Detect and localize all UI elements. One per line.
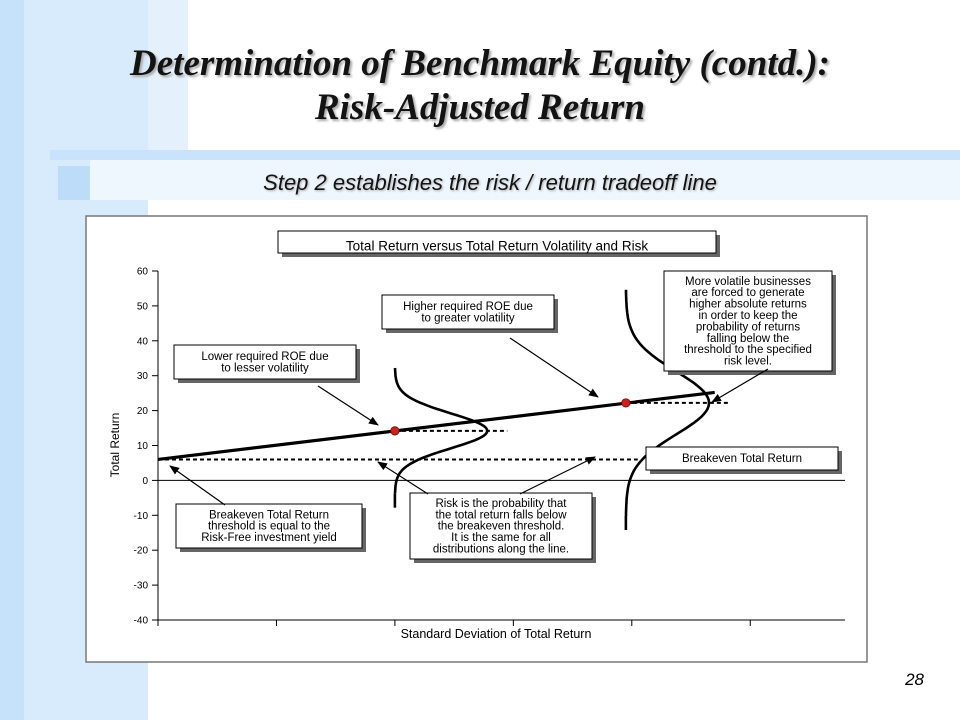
annotation-line: threshold to the specified [684, 344, 812, 356]
chart-title: Total Return versus Total Return Volatil… [346, 239, 648, 254]
highlight-point-1 [390, 426, 400, 436]
arrow-risk-right [519, 456, 596, 495]
y-tick-label: -30 [134, 581, 149, 592]
annotation-line: It is the same for all [451, 532, 551, 544]
arrow-lower-roe [317, 385, 379, 426]
y-tick-label: 0 [142, 476, 148, 487]
annotation-line: to lesser volatility [221, 362, 309, 374]
annotation-line: Lower required ROE due [201, 351, 328, 363]
y-axis-label: Total Return [108, 413, 122, 478]
annotation-line: falling below the [707, 333, 789, 345]
annotation-line: threshold is equal to the [208, 521, 330, 533]
highlight-point-2 [621, 398, 631, 408]
arrow-breakeven-threshold [169, 465, 226, 506]
y-tick-label: 30 [137, 371, 149, 382]
annotation-line: to greater volatility [421, 312, 515, 324]
y-tick-label: 60 [137, 267, 149, 278]
y-tick-label: 50 [137, 301, 149, 312]
annotation-line: Higher required ROE due [403, 301, 533, 313]
annotation-line: risk level. [724, 356, 772, 368]
annotation-box [173, 344, 357, 380]
annotation-line: Risk is the probability that [435, 498, 567, 510]
slide-title: Determination of Benchmark Equity (contd… [0, 42, 960, 130]
arrow-risk-left [377, 461, 429, 495]
annotation-box [175, 503, 363, 549]
annotation-line: Risk-Free investment yield [201, 532, 336, 544]
annotation-line: the breakeven threshold. [438, 521, 565, 533]
annotation-box [409, 492, 593, 560]
y-tick-label: -40 [134, 616, 149, 627]
annotation-line: Breakeven Total Return [209, 509, 329, 521]
y-tick-label: 40 [137, 336, 149, 347]
annotation-box [381, 294, 555, 330]
arrow-more-volatile [711, 368, 769, 403]
arrow-higher-roe [509, 337, 599, 398]
annotation-line: are forced to generate [691, 287, 804, 299]
chart-series [157, 289, 730, 530]
y-tick-label: 20 [137, 406, 149, 417]
chart-axes: 60 50 40 30 20 10 0 -10 -20 -30 -40 [134, 267, 845, 627]
annotation-line: distributions along the line. [433, 544, 569, 556]
distribution-curve-2 [624, 289, 711, 516]
annotation-line: the total return falls below [435, 509, 567, 521]
y-tick-label: -10 [134, 511, 149, 522]
annotation-box [645, 446, 839, 471]
y-tick-label: 10 [137, 441, 149, 452]
annotation-line: More volatile businesses [685, 276, 811, 288]
slide-subtitle: Step 2 establishes the risk / return tra… [263, 170, 717, 195]
annotation-line: Breakeven Total Return [682, 453, 802, 465]
chart-title-box: Total Return versus Total Return Volatil… [277, 230, 720, 257]
annotation-line: higher absolute returns [689, 299, 807, 311]
annotation-breakeven-label: Breakeven Total Return [645, 446, 842, 474]
annotation-line: probability of returns [696, 321, 800, 333]
slide-title-line-2: Risk-Adjusted Return [314, 87, 645, 128]
y-tick-label: -20 [134, 546, 149, 557]
annotation-box [663, 270, 833, 372]
x-axis-label: Standard Deviation of Total Return [401, 627, 592, 641]
page-number: 28 [905, 670, 924, 689]
annotation-arrows [169, 337, 769, 506]
annotation-line: in order to keep the [698, 310, 797, 322]
slide-title-line-1: Determination of Benchmark Equity (contd… [130, 43, 830, 84]
